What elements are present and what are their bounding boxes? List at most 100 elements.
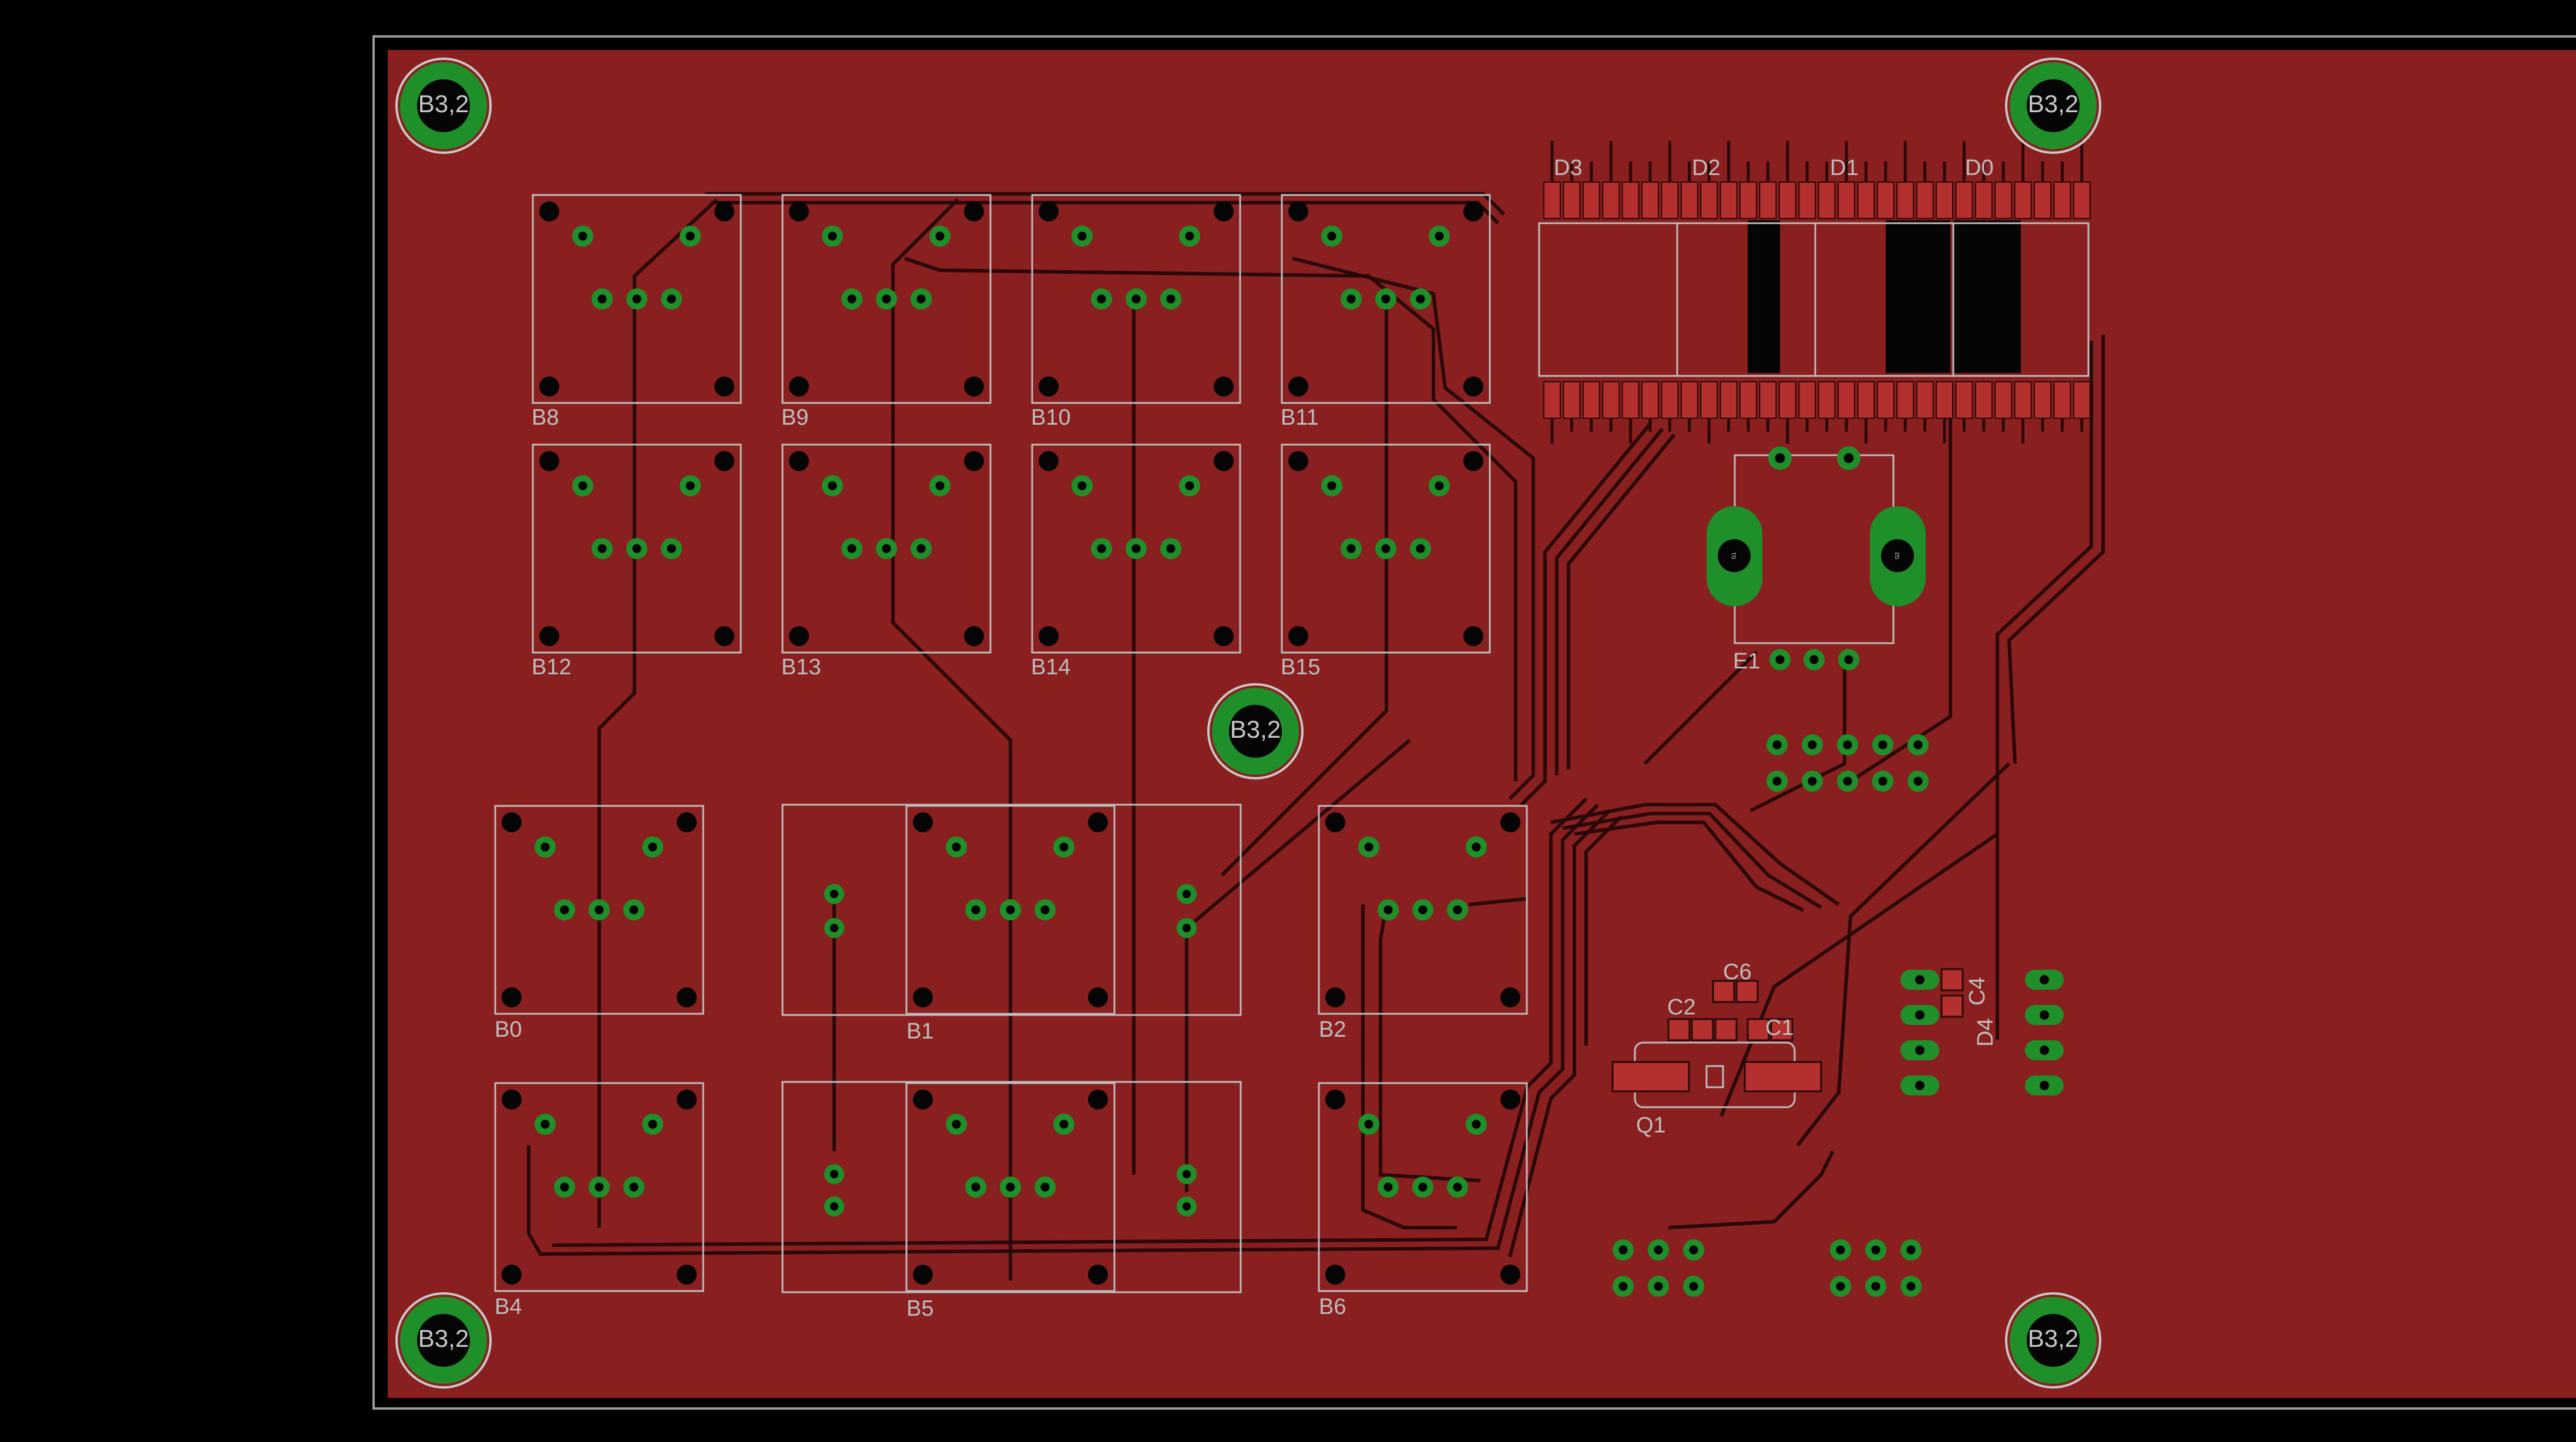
switch-pin-d-drill bbox=[1381, 544, 1391, 553]
trace-to-e1-2 bbox=[1562, 812, 1822, 909]
display-pin-top bbox=[1719, 181, 1738, 219]
header-pad-drill bbox=[1913, 740, 1923, 749]
display-pin-bottom bbox=[2014, 381, 2032, 419]
trace-main-bus-2 bbox=[527, 803, 1600, 1256]
switch-pin-c-drill bbox=[597, 544, 607, 553]
switch-pin-e-drill bbox=[1166, 294, 1176, 304]
header-pad-drill bbox=[1689, 1282, 1698, 1291]
switch-pin-b-drill bbox=[1059, 842, 1069, 852]
switch-corner-hole bbox=[1214, 201, 1234, 221]
encoder-drill-g1 bbox=[1718, 539, 1751, 572]
switch-pin-b-drill bbox=[648, 842, 657, 852]
encoder-e1[interactable]: G1 G2 E1 bbox=[1707, 446, 1926, 674]
encoder-label: E1 bbox=[1733, 649, 1760, 674]
display-pin-top bbox=[1857, 181, 1875, 219]
switch-corner-hole bbox=[1088, 1090, 1108, 1110]
switch-pin-d-drill bbox=[1131, 544, 1141, 553]
c2-pad-3 bbox=[1714, 1018, 1738, 1041]
display-pin-top bbox=[1876, 181, 1895, 219]
display-label-d3: D3 bbox=[1554, 156, 1583, 180]
display-pin-top bbox=[1563, 181, 1581, 219]
mounting-hole-ring bbox=[395, 1292, 492, 1389]
button-b10[interactable]: B10 bbox=[1031, 194, 1241, 430]
c1-pad-1 bbox=[1747, 1018, 1770, 1041]
switch-outline bbox=[781, 443, 992, 654]
switch-outline bbox=[494, 1082, 704, 1292]
mounting-hole-ring bbox=[1207, 683, 1304, 779]
display-pin-top bbox=[2034, 181, 2051, 219]
c2-pad-1 bbox=[1667, 1018, 1691, 1041]
button-label-b10: B10 bbox=[1031, 405, 1071, 430]
oval-pad-drill bbox=[2040, 975, 2049, 984]
switch-pin-b-drill bbox=[686, 231, 695, 241]
switch-pin-c-drill bbox=[560, 905, 569, 915]
c2-label: C2 bbox=[1667, 995, 1696, 1020]
switch-corner-hole bbox=[789, 201, 809, 221]
button-label-b8: B8 bbox=[532, 405, 559, 430]
button-b11[interactable]: B11 bbox=[1281, 194, 1491, 430]
trace-bundle-1 bbox=[1520, 422, 1653, 806]
switch-corner-hole bbox=[1288, 201, 1308, 221]
switch-corner-hole bbox=[539, 626, 559, 646]
encoder-pin-bottom-1-drill bbox=[1775, 655, 1785, 664]
switch-pin-d-drill bbox=[882, 294, 891, 304]
display-outline bbox=[1538, 222, 2090, 377]
switch-pin-e-drill bbox=[1453, 905, 1462, 915]
button-b6[interactable]: B6 bbox=[1318, 1082, 1528, 1319]
button-b4[interactable]: B4 bbox=[494, 1082, 704, 1319]
switch-corner-hole bbox=[539, 201, 559, 221]
switch-corner-hole bbox=[1325, 1265, 1345, 1285]
trace-b8-col bbox=[597, 198, 718, 1228]
button-b13[interactable]: B13 bbox=[781, 443, 992, 680]
encoder-pin-top-1-drill bbox=[1775, 453, 1785, 463]
switch-pin-a-drill bbox=[1077, 231, 1087, 241]
display-pin-bottom bbox=[1641, 381, 1659, 419]
button-b0[interactable]: B0 bbox=[494, 805, 704, 1042]
encoder-pad-label-g1: G1 bbox=[1731, 552, 1737, 559]
header-pad-drill bbox=[1878, 777, 1888, 786]
switch-pin-e-drill bbox=[667, 544, 676, 553]
mounting-hole-label: B3,2 bbox=[2028, 90, 2078, 117]
switch-pin-e-drill bbox=[1453, 1182, 1462, 1192]
q1-pad-2 bbox=[1744, 1061, 1822, 1093]
trace-b1-diag bbox=[1185, 738, 1411, 930]
switch-pin-d-drill bbox=[1418, 905, 1428, 915]
switch-pin-a-drill bbox=[828, 481, 837, 490]
trace-b2-col bbox=[1361, 905, 1457, 1229]
switch-corner-hole bbox=[964, 451, 984, 471]
switch-pin-e-drill bbox=[1040, 1182, 1050, 1192]
button-label-b9: B9 bbox=[781, 405, 808, 430]
button-b5[interactable]: B5 bbox=[781, 1081, 1242, 1321]
display-pin-bottom bbox=[1661, 381, 1679, 419]
switch-corner-hole bbox=[714, 201, 734, 221]
switch-corner-hole bbox=[677, 812, 697, 832]
switch-pin-d-drill bbox=[595, 905, 604, 915]
display-pin-top bbox=[1700, 181, 1718, 219]
display-pin-bottom bbox=[2053, 381, 2071, 419]
switch-pin-c-drill bbox=[971, 1182, 980, 1192]
switch-extra-pin-left-2-drill bbox=[829, 1202, 839, 1211]
c1-label: C1 bbox=[1765, 1016, 1794, 1040]
q1-label: Q1 bbox=[1636, 1113, 1666, 1138]
button-b8[interactable]: B8 bbox=[532, 194, 742, 430]
switch-corner-hole bbox=[539, 377, 559, 396]
header-pad-drill bbox=[1843, 777, 1852, 786]
switch-pin-a-drill bbox=[952, 1120, 961, 1129]
switch-pin-b-drill bbox=[1435, 231, 1444, 241]
switch-corner-hole bbox=[502, 1265, 522, 1285]
encoder-pin-top-2-drill bbox=[1843, 453, 1854, 463]
button-b1[interactable]: B1 bbox=[781, 804, 1242, 1044]
display-pin-bottom bbox=[1700, 381, 1718, 419]
button-b15[interactable]: B15 bbox=[1281, 443, 1491, 680]
button-b12[interactable]: B12 bbox=[532, 443, 742, 680]
button-b14[interactable]: B14 bbox=[1031, 443, 1241, 680]
display-pin-bottom bbox=[1876, 381, 1895, 419]
button-b9[interactable]: B9 bbox=[781, 194, 992, 430]
switch-corner-hole bbox=[1463, 377, 1483, 396]
switch-outline bbox=[905, 805, 1116, 1015]
switch-pin-b-drill bbox=[1059, 1120, 1069, 1129]
button-b2[interactable]: B2 bbox=[1318, 805, 1528, 1042]
oval-pad-drill bbox=[1915, 1046, 1925, 1055]
switch-corner-hole bbox=[1463, 626, 1483, 646]
display-label-d2: D2 bbox=[1692, 156, 1721, 180]
